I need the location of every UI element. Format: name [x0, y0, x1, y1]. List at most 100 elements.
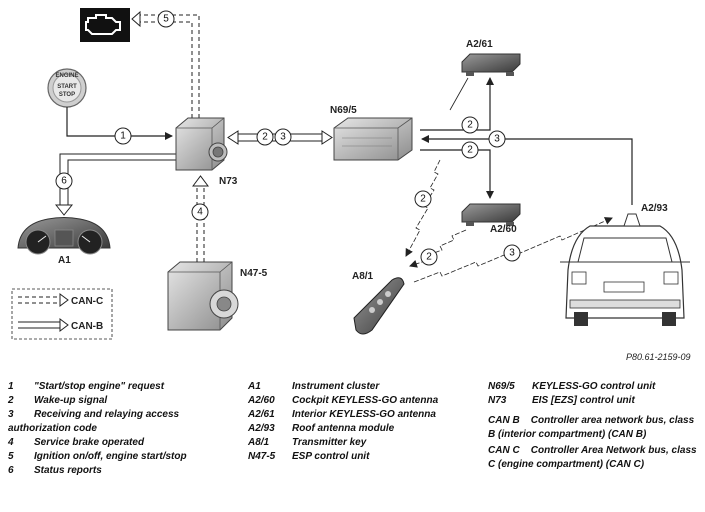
legend-text: KEYLESS-GO control unit — [532, 381, 656, 392]
label-a260: A2/60 — [490, 224, 517, 235]
svg-text:6: 6 — [61, 176, 67, 187]
label-n475: N47-5 — [240, 268, 268, 279]
legend-text: Cockpit KEYLESS-GO antenna — [292, 395, 439, 406]
legend-row: 2 Wake-up signal — [8, 394, 233, 408]
interior-antenna-a261 — [461, 53, 521, 76]
svg-text:4: 4 — [197, 207, 203, 218]
legend-row: N47-5 ESP control unit — [248, 450, 488, 464]
legend-row: 5 Ignition on/off, engine start/stop — [8, 450, 233, 464]
legend-key: 4 — [8, 437, 14, 448]
connection-5 — [131, 10, 200, 118]
legend-row: authorization code — [8, 422, 233, 436]
eis-control-unit-n73 — [175, 117, 228, 171]
legend-row: 1 "Start/stop engine" request — [8, 380, 233, 394]
transmitter-key-a81 — [353, 277, 405, 335]
can-c-legend-arrow — [18, 293, 69, 307]
legend-row: 4 Service brake operated — [8, 436, 233, 450]
legend-key: 3 — [8, 409, 14, 420]
svg-text:2: 2 — [420, 194, 426, 205]
svg-text:3: 3 — [494, 134, 500, 145]
svg-text:3: 3 — [509, 248, 515, 259]
number-2-badge-d: 2 — [414, 190, 432, 208]
legend-key: 6 — [8, 465, 14, 476]
cockpit-antenna-a260 — [461, 203, 521, 226]
number-2-badge-a: 2 — [256, 128, 274, 146]
svg-text:2: 2 — [467, 120, 473, 131]
svg-text:2: 2 — [262, 132, 268, 143]
connection-1 — [66, 107, 173, 140]
legend-text: Service brake operated — [34, 437, 145, 448]
legend-text: ESP control unit — [292, 451, 370, 462]
number-4-badge: 4 — [191, 203, 209, 221]
legend-signals: 1 "Start/stop engine" request 2 Wake-up sig… — [8, 380, 233, 478]
radio-signal-a260-to-key — [409, 229, 467, 268]
number-3-badge-b: 3 — [488, 130, 506, 148]
label-a1: A1 — [58, 255, 71, 266]
legend-bus-note: CAN C Controller Area Network bus, class… — [488, 445, 700, 470]
figure-reference: P80.61-2159-09 — [626, 352, 691, 362]
legend-text: "Start/stop engine" request — [34, 381, 165, 392]
radio-signal-key-to-a293 — [413, 217, 613, 283]
svg-text:3: 3 — [280, 132, 286, 143]
number-3-badge-a: 3 — [274, 128, 292, 146]
legend-text: Transmitter key — [292, 437, 367, 448]
svg-text:START: START — [57, 84, 77, 90]
legend-key: 2 — [8, 395, 14, 406]
antenna-a261-leader — [449, 77, 469, 111]
legend-key: 1 — [8, 381, 14, 392]
label-can-b: CAN-B — [71, 321, 103, 332]
svg-text:2: 2 — [467, 145, 473, 156]
legend-text: authorization code — [8, 423, 97, 434]
legend-row: N73 EIS [EZS] control unit — [488, 394, 703, 408]
label-a293: A2/93 — [641, 203, 668, 214]
label-n695: N69/5 — [330, 105, 357, 116]
svg-text:2: 2 — [426, 252, 432, 263]
legend-key: A8/1 — [248, 437, 270, 448]
legend-row: 6 Status reports — [8, 464, 233, 478]
legend-row: A2/60 Cockpit KEYLESS-GO antenna — [248, 394, 488, 408]
legend-bus-note: CAN B Controller area network bus, class… — [488, 415, 697, 440]
legend-text: Instrument cluster — [292, 381, 380, 392]
svg-text:5: 5 — [163, 14, 169, 25]
number-2-badge-b: 2 — [461, 116, 479, 134]
legend-key: A2/60 — [248, 395, 275, 406]
legend-text: Ignition on/off, engine start/stop — [34, 451, 187, 462]
bus-legend-box: CAN-C CAN-B — [11, 288, 113, 340]
legend-key: N73 — [488, 395, 507, 406]
instrument-cluster-icon — [17, 217, 111, 255]
connection-2-to-a260 — [420, 149, 494, 199]
radio-signal-n695-to-key — [405, 159, 441, 257]
connection-2-to-a261 — [420, 77, 494, 131]
number-5-badge: 5 — [157, 10, 175, 28]
number-6-badge: 6 — [55, 172, 73, 190]
label-a81: A8/1 — [352, 271, 374, 282]
legend-text: Interior KEYLESS-GO antenna — [292, 409, 436, 420]
legend-text: Wake-up signal — [34, 395, 108, 406]
legend-row: N69/5 KEYLESS-GO control unit — [488, 380, 703, 394]
number-2-badge-e: 2 — [420, 248, 438, 266]
legend-key: N69/5 — [488, 381, 515, 392]
legend-row: 3 Receiving and relaying access — [8, 408, 233, 422]
number-1-badge: 1 — [114, 127, 132, 145]
esp-control-unit-n475 — [167, 261, 239, 331]
svg-text:ENGINE: ENGINE — [55, 73, 78, 79]
engine-warning-icon — [80, 8, 130, 42]
label-a261: A2/61 — [466, 39, 493, 50]
keyless-go-control-unit-n695 — [333, 117, 413, 161]
legend-key: N47-5 — [248, 451, 276, 462]
legend-text: EIS [EZS] control unit — [532, 395, 635, 406]
legend-text: Roof antenna module — [292, 423, 395, 434]
label-n73: N73 — [219, 176, 238, 187]
number-3-badge-c: 3 — [503, 244, 521, 262]
connection-6 — [54, 153, 176, 216]
legend-text: Status reports — [34, 465, 102, 476]
svg-text:STOP: STOP — [59, 92, 75, 98]
legend-text: Receiving and relaying access — [34, 409, 180, 420]
legend-key: 5 — [8, 451, 14, 462]
connection-3-from-a293 — [421, 135, 633, 205]
